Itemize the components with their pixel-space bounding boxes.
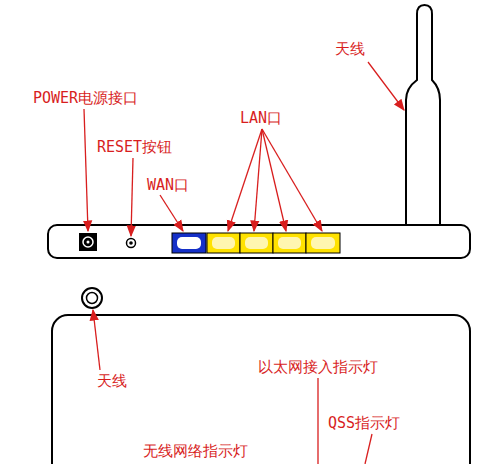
callout-label: 以太网接入指示灯 (258, 358, 378, 376)
callout-label: 无线网络指示灯 (143, 442, 248, 460)
callout-label: 天线 (335, 40, 365, 58)
lan-ports (207, 233, 340, 253)
rear-panel (48, 225, 470, 258)
callout-label: QSS指示灯 (328, 414, 400, 432)
antenna-base (82, 288, 102, 308)
front-panel (52, 315, 470, 464)
callout-label: RESET按钮 (97, 138, 172, 156)
callout-label: WAN口 (147, 176, 189, 194)
power-port (79, 233, 97, 251)
antenna (406, 5, 440, 250)
callout-label: 天线 (97, 372, 127, 390)
reset-button (127, 239, 136, 248)
wan-port (172, 233, 206, 253)
callout-label: POWER电源接口 (33, 89, 138, 107)
leader-lines (84, 62, 404, 464)
callout-label: LAN口 (240, 109, 282, 127)
